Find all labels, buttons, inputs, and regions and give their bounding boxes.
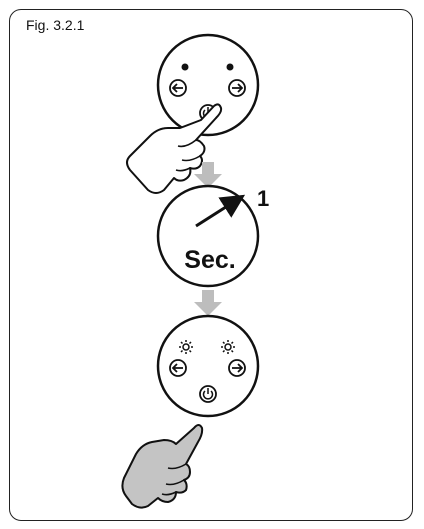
seconds-value: 1	[257, 186, 269, 211]
seconds-unit-label: Sec.	[184, 246, 235, 274]
control-panel-step3	[158, 316, 258, 416]
indicator-dot-icon	[227, 64, 234, 71]
left-arrow-button-icon	[170, 360, 186, 376]
down-arrow-icon	[194, 290, 222, 316]
left-arrow-button-icon	[170, 80, 186, 96]
right-arrow-button-icon	[229, 80, 245, 96]
timer-panel-step2: 1 Sec.	[158, 186, 269, 286]
power-button-icon	[200, 386, 216, 402]
indicator-dot-icon	[182, 64, 189, 71]
released-hand-icon	[122, 425, 202, 508]
right-arrow-button-icon	[229, 360, 245, 376]
